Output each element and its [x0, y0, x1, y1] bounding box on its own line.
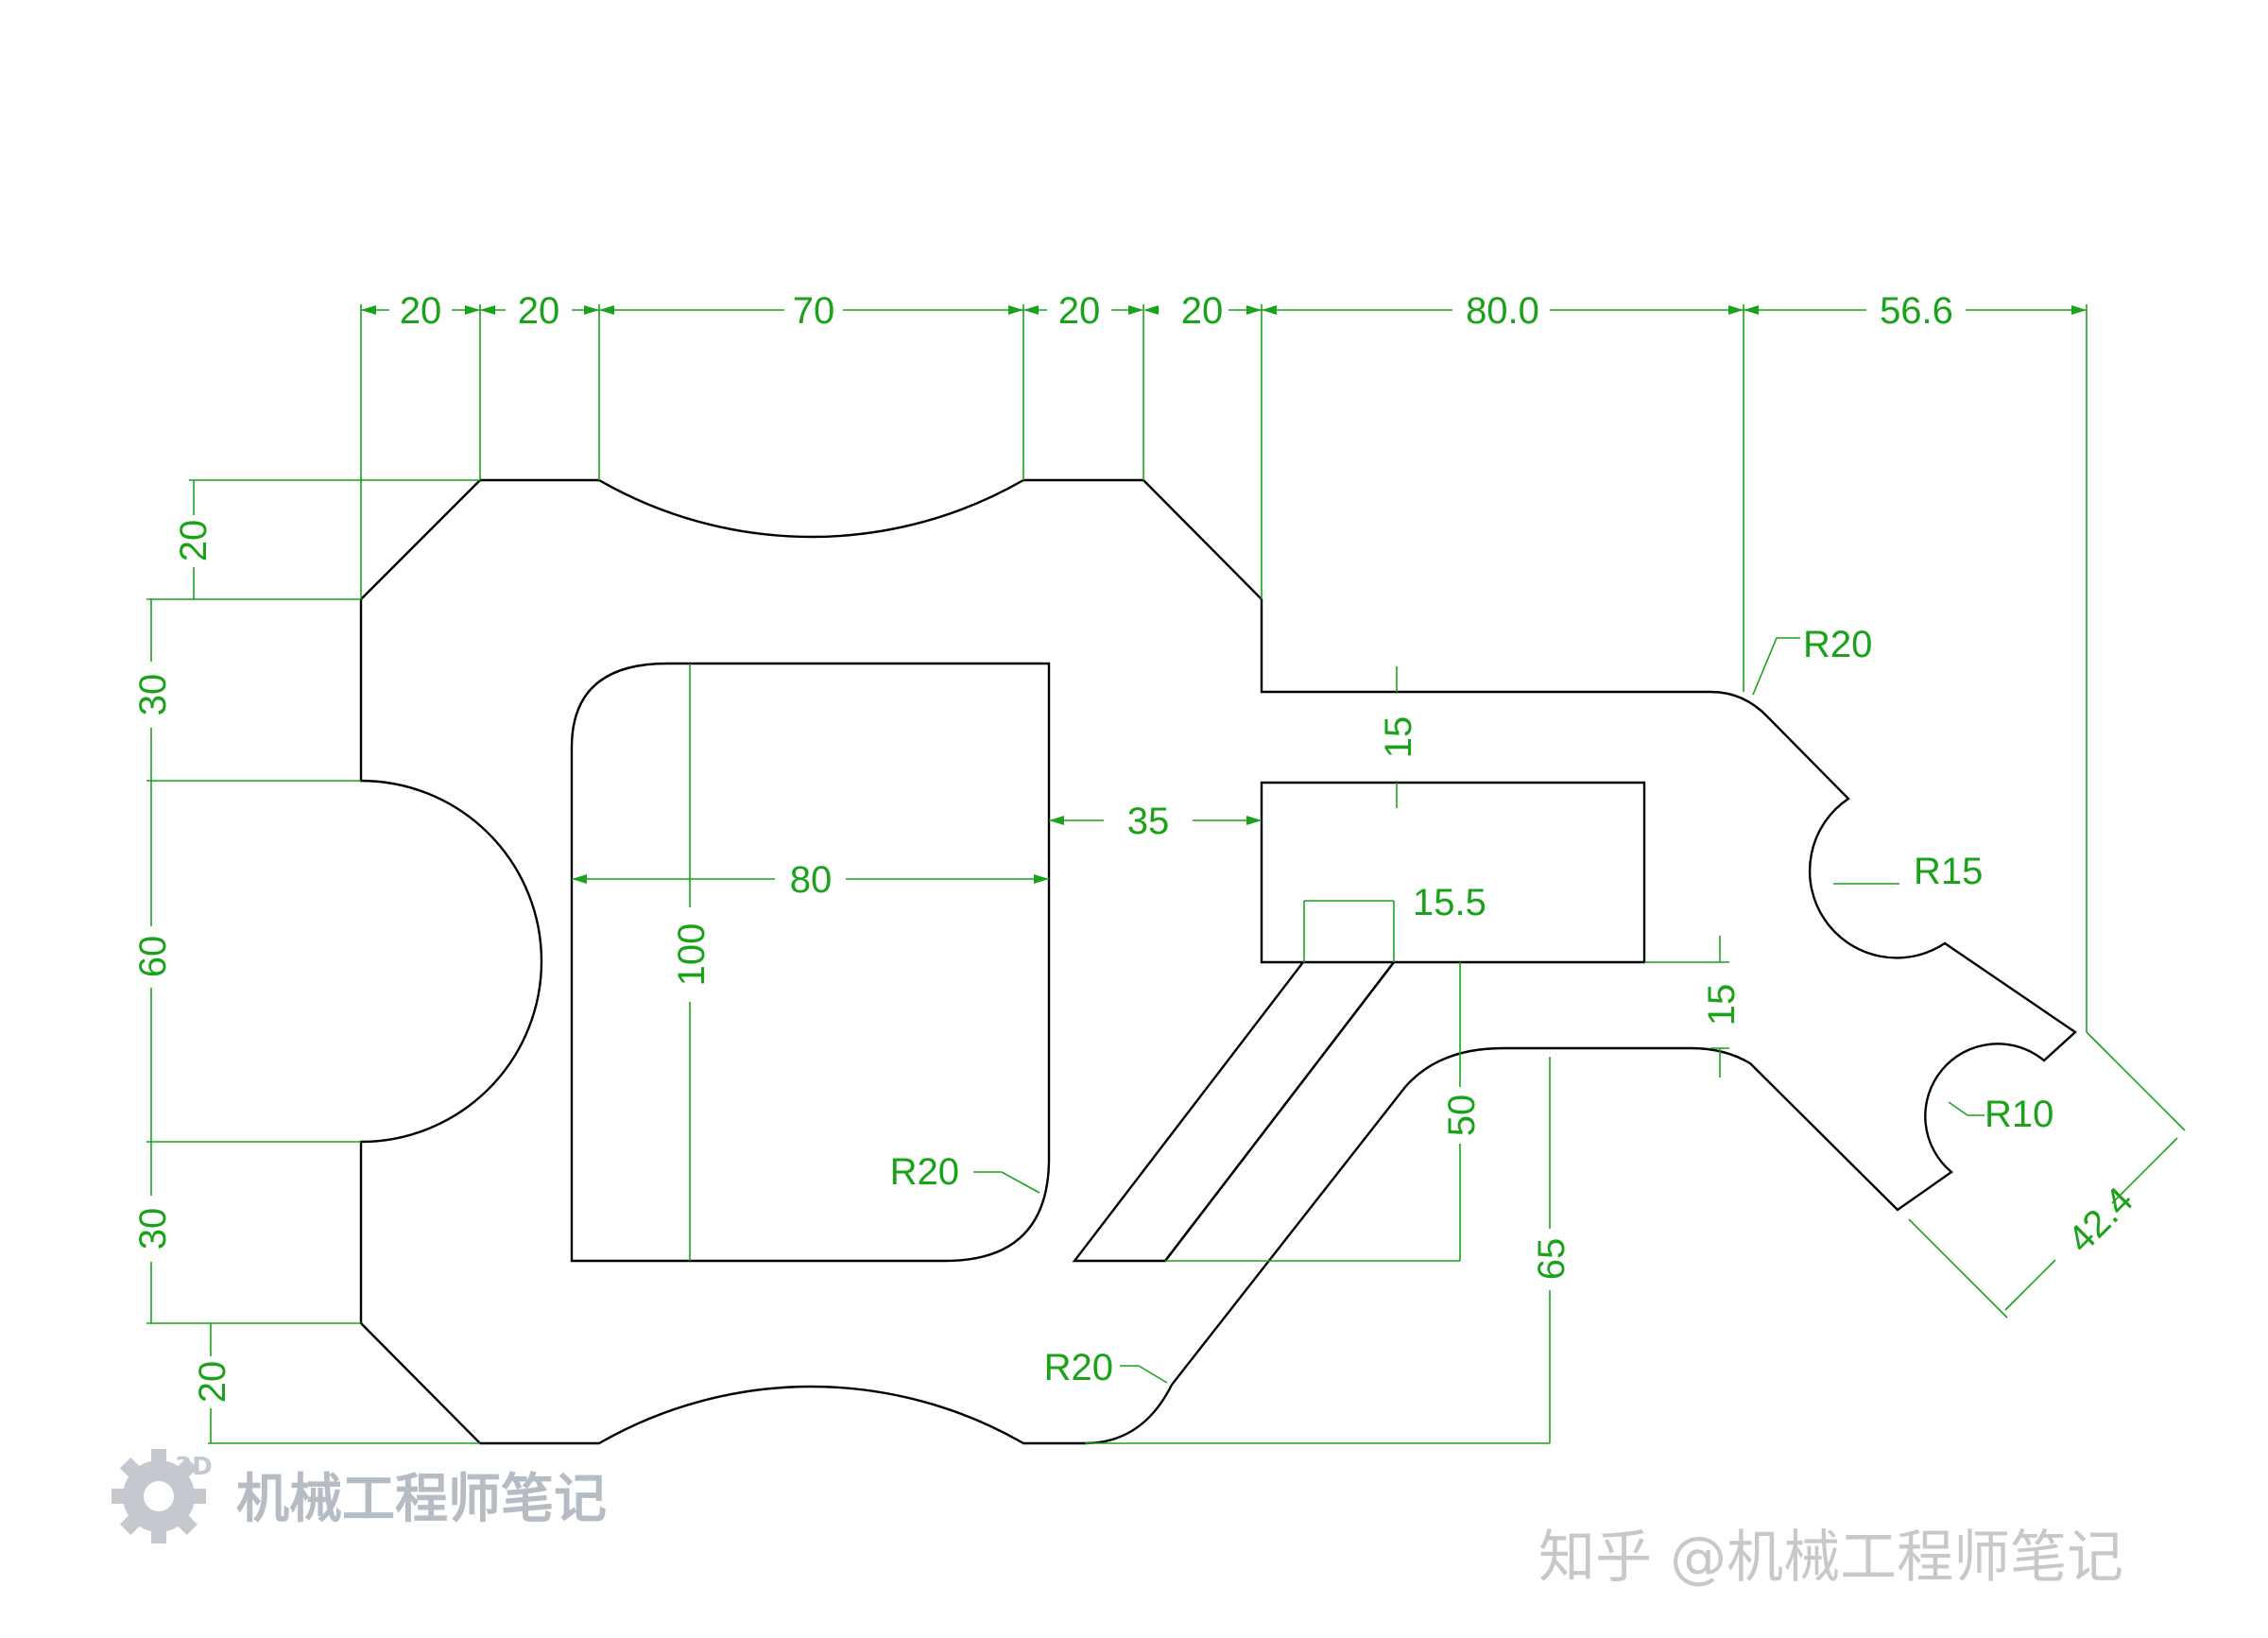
- dim-slot-15-top: 15: [1378, 716, 1419, 759]
- slot-inner-edge: [1164, 961, 1395, 1262]
- dim-top-20b: 20: [518, 290, 560, 332]
- dim-top-70: 70: [793, 290, 835, 332]
- dim-left-20a: 20: [173, 520, 215, 562]
- dim-width-80: 80: [790, 859, 833, 901]
- gear-icon: [112, 1449, 206, 1543]
- dim-left-60: 60: [132, 936, 174, 978]
- radius-r20-top: R20: [1803, 624, 1872, 665]
- radius-r10: R10: [1984, 1094, 2053, 1135]
- slot-pocket: [1072, 781, 1646, 1263]
- radius-r15: R15: [1914, 851, 1983, 892]
- dim-top-56-6: 56.6: [1880, 290, 1953, 332]
- dim-diag-42-4: 42.4: [2060, 1180, 2141, 1261]
- dim-top-20a: 20: [400, 290, 442, 332]
- outer-profile: [359, 478, 2077, 1445]
- dim-left-30b: 30: [132, 1208, 174, 1250]
- dim-top-20d: 20: [1181, 290, 1224, 332]
- dim-top-80-0: 80.0: [1466, 290, 1539, 332]
- logo-badge: 3D: [175, 1453, 213, 1481]
- dim-height-65: 65: [1531, 1238, 1572, 1281]
- dim-slot-15-right: 15: [1701, 984, 1743, 1026]
- logo-watermark: 3D 机械工程师笔记: [112, 1449, 607, 1543]
- dimension-labels: 20 20 70 20 20 80.0 56.6 20 30 60 30 20 …: [132, 290, 2141, 1403]
- dim-height-50: 50: [1441, 1095, 1483, 1137]
- square-window: [570, 662, 1051, 1263]
- dim-left-20b: 20: [192, 1361, 233, 1404]
- radius-r20-bottom: R20: [1044, 1347, 1113, 1388]
- dimension-lines: [146, 304, 2186, 1444]
- dim-gap-35: 35: [1127, 801, 1170, 842]
- arrowheads: [361, 305, 2087, 884]
- logo-text: 机械工程师笔记: [236, 1469, 607, 1530]
- dim-height-100: 100: [671, 923, 713, 987]
- dim-top-20c: 20: [1058, 290, 1101, 332]
- dim-left-30a: 30: [132, 674, 174, 716]
- dim-15-5: 15.5: [1413, 882, 1486, 923]
- radius-r20-window: R20: [890, 1151, 959, 1193]
- zhihu-credit: 知乎 @机械工程师笔记: [1538, 1525, 2123, 1591]
